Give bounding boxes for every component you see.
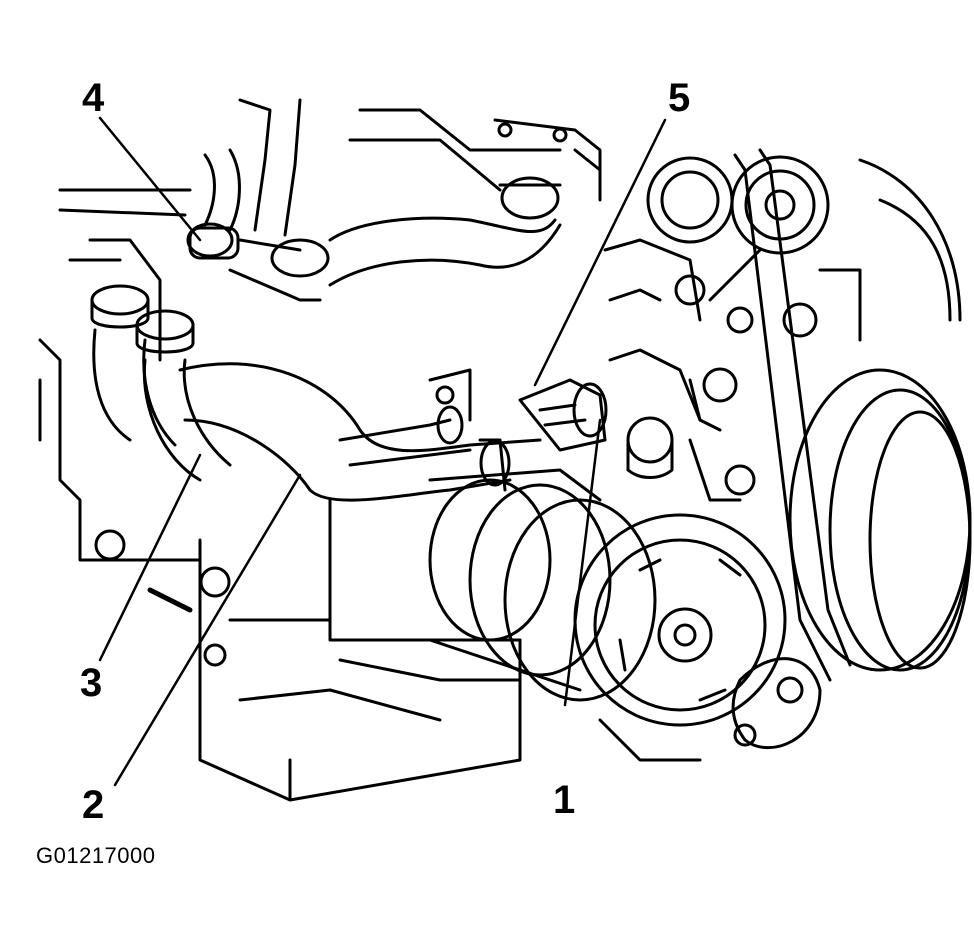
callout-4: 4 [82,76,105,120]
figure-id: G01217000 [36,843,156,868]
pump-inlet [428,368,608,452]
callout-5: 5 [668,76,691,120]
upper-heater-hoses [186,98,602,302]
water-pump-housing [603,238,756,502]
callout-3: 3 [80,661,103,705]
left-hose-fittings [90,284,232,482]
leader-lines [98,116,667,787]
engine-block [38,108,562,802]
callout-1: 1 [553,778,576,822]
leader-line-5 [533,118,667,387]
pulleys-and-belt [646,148,972,682]
leader-line-2 [113,473,302,787]
leader-line-4 [98,116,202,242]
leader-line-3 [98,453,202,662]
leader-line-1 [563,418,602,707]
callout-2: 2 [82,783,105,827]
ac-compressor [428,468,822,762]
